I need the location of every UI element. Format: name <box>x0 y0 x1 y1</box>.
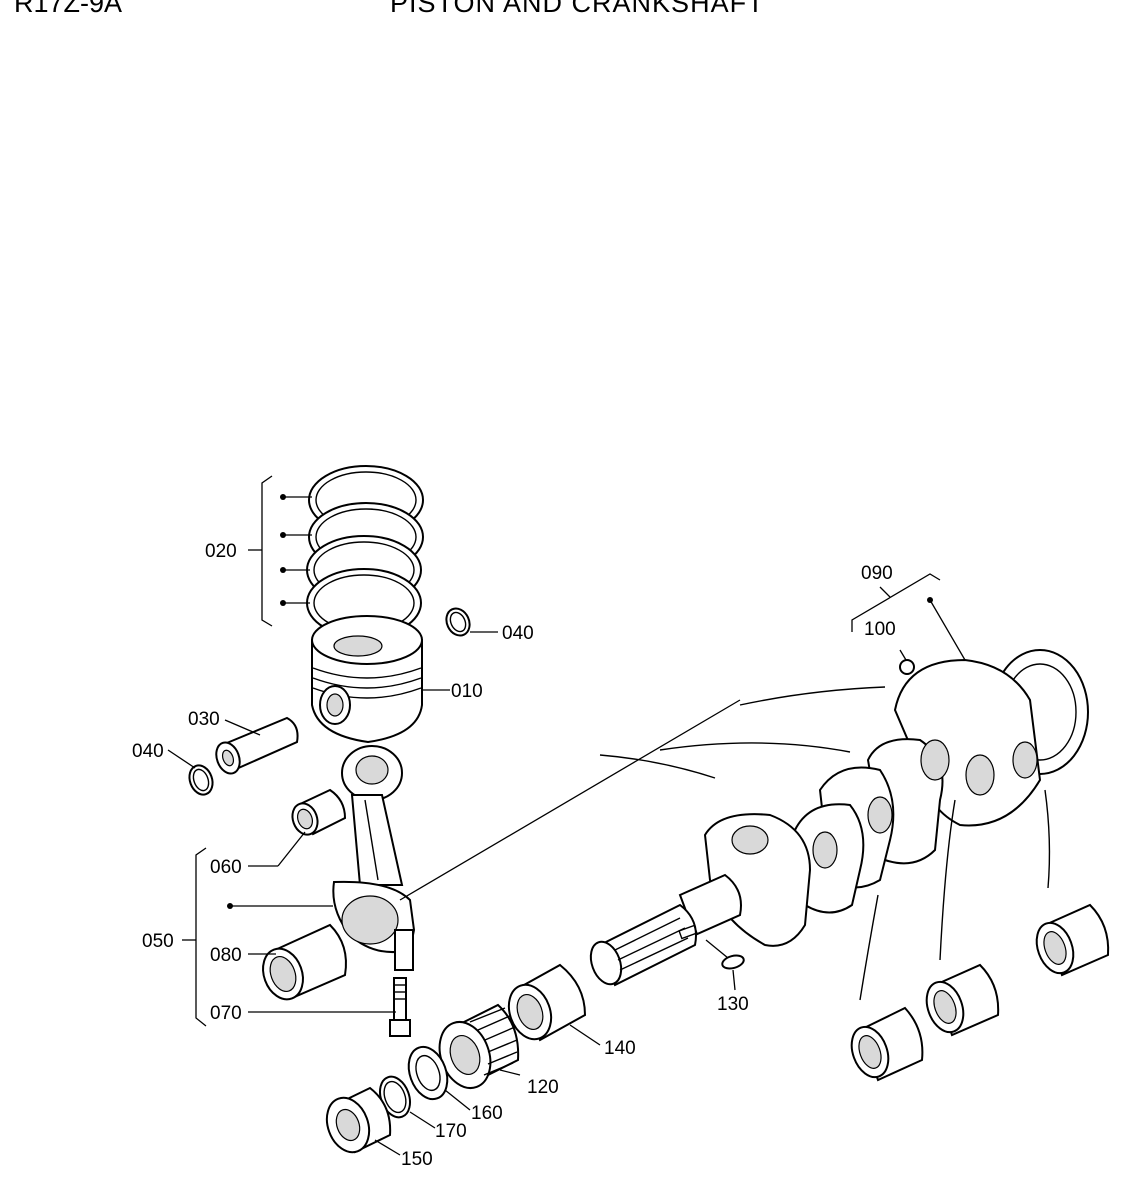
snap-ring-lower <box>188 764 214 796</box>
callout-040-upper: 040 <box>502 623 534 644</box>
callout-050: 050 <box>142 931 174 952</box>
callout-140: 140 <box>604 1038 636 1059</box>
plug <box>899 649 915 675</box>
main-bearing-3 <box>1035 903 1110 977</box>
main-bearing-2 <box>925 963 1000 1037</box>
bracket-020 <box>248 475 312 627</box>
callout-100: 100 <box>864 619 896 640</box>
callout-080: 080 <box>210 945 242 966</box>
piston-pin <box>215 716 299 775</box>
callout-040-lower: 040 <box>132 741 164 762</box>
callout-090: 090 <box>861 563 893 584</box>
callout-060: 060 <box>210 857 242 878</box>
callout-150: 150 <box>401 1149 433 1170</box>
callout-120: 120 <box>527 1077 559 1098</box>
crank-gear <box>438 1003 520 1089</box>
rod-bolt <box>389 977 411 1037</box>
callout-labels: 010 020 030 040 040 050 060 070 080 090 … <box>132 541 896 1170</box>
callout-170: 170 <box>435 1121 467 1142</box>
callout-030: 030 <box>188 709 220 730</box>
big-end-bearing <box>262 923 347 1001</box>
leader-lines <box>167 631 736 1156</box>
piston-rings <box>306 465 424 638</box>
assembly-lines <box>399 686 1051 1001</box>
connecting-rod <box>332 745 416 971</box>
callout-070: 070 <box>210 1003 242 1024</box>
diagram-title: PISTON AND CRANKSHAFT <box>390 0 765 18</box>
crankshaft <box>589 649 1089 987</box>
washer <box>407 1045 449 1101</box>
snap-ring-upper <box>445 607 471 637</box>
thrust-bearing <box>507 963 587 1042</box>
collar <box>325 1086 392 1154</box>
bracket-050 <box>182 847 333 1027</box>
bracket-090 <box>851 573 966 661</box>
piston <box>311 615 423 744</box>
small-end-bushing <box>291 788 347 836</box>
model-code: R17Z-9A <box>14 0 123 18</box>
main-bearing-1 <box>850 1006 924 1082</box>
callout-160: 160 <box>471 1103 503 1124</box>
key <box>721 954 745 970</box>
callout-130: 130 <box>717 994 749 1015</box>
callout-010: 010 <box>451 681 483 702</box>
callout-020: 020 <box>205 541 237 562</box>
